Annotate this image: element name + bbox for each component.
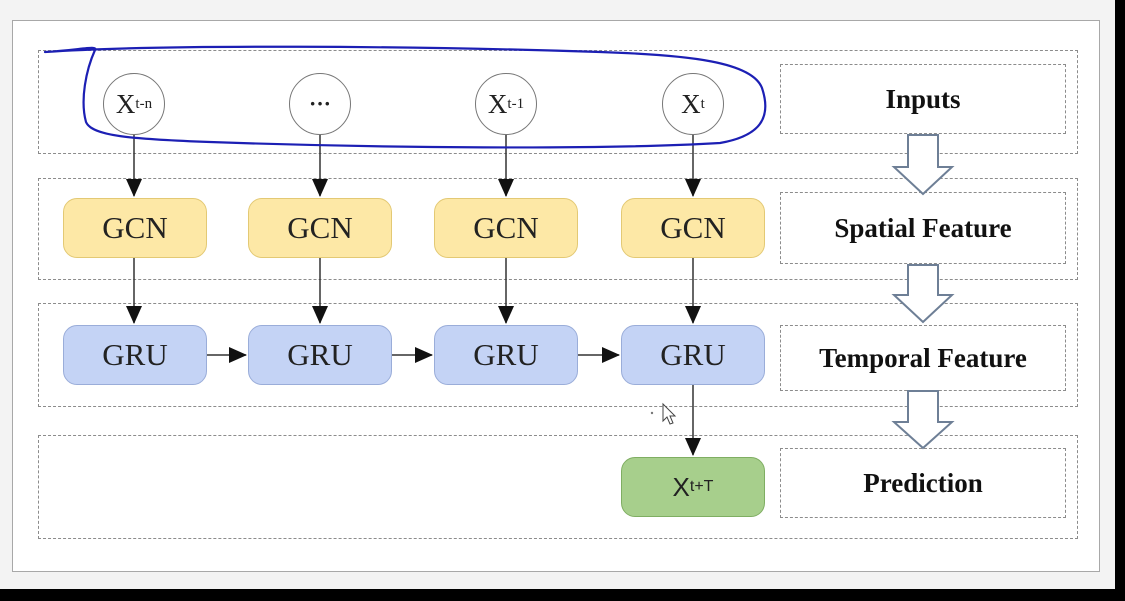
gru-block-2: GRU [248,325,392,385]
gru-block-1: GRU [63,325,207,385]
gcn-to-gru-arrows [126,258,701,324]
speck [650,411,654,415]
flow-arrow-1 [891,134,955,196]
gcn-block-4: GCN [621,198,765,258]
gcn-block-3: GCN [434,198,578,258]
temporal-row-container [38,303,1078,407]
stage-label-temporal: Temporal Feature [780,325,1066,391]
mouse-cursor-icon [662,402,677,425]
hand-drawn-annotation-ellipse [43,45,767,149]
spatial-row-container [38,178,1078,280]
prediction-row-container [38,435,1078,539]
gcn-block-1: GCN [63,198,207,258]
stage-label-inputs: Inputs [780,64,1066,134]
screenshot-frame: Inputs Spatial Feature Temporal Feature … [0,0,1115,589]
stage-label-spatial: Spatial Feature [780,192,1066,264]
gcn-block-2: GCN [248,198,392,258]
input-node-ellipsis: ··· [289,73,351,135]
input-to-gcn-arrows [126,135,701,197]
stage-flow-arrows [891,134,955,450]
flow-arrow-3 [891,390,955,450]
flow-arrow-2 [891,264,955,324]
gru-block-4: GRU [621,325,765,385]
gru-block-3: GRU [434,325,578,385]
